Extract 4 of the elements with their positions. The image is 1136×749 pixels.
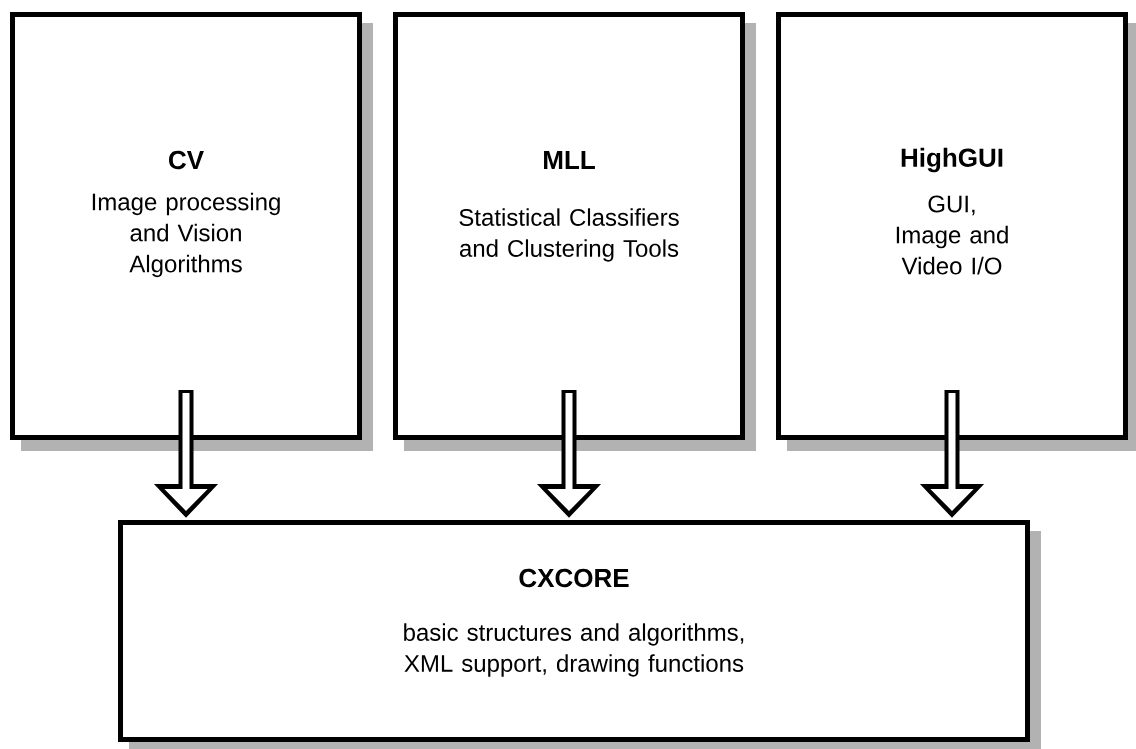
module-box: CV Image processing and Vision Algorithms	[10, 12, 373, 451]
module-box: CXCORE basic structures and algorithms, XML support, drawing functions	[118, 520, 1041, 749]
module-box: MLL Statistical Classifiers and Clustering Tools	[393, 12, 756, 451]
module-box: HighGUI GUI, Image and Video I/O	[776, 12, 1136, 451]
